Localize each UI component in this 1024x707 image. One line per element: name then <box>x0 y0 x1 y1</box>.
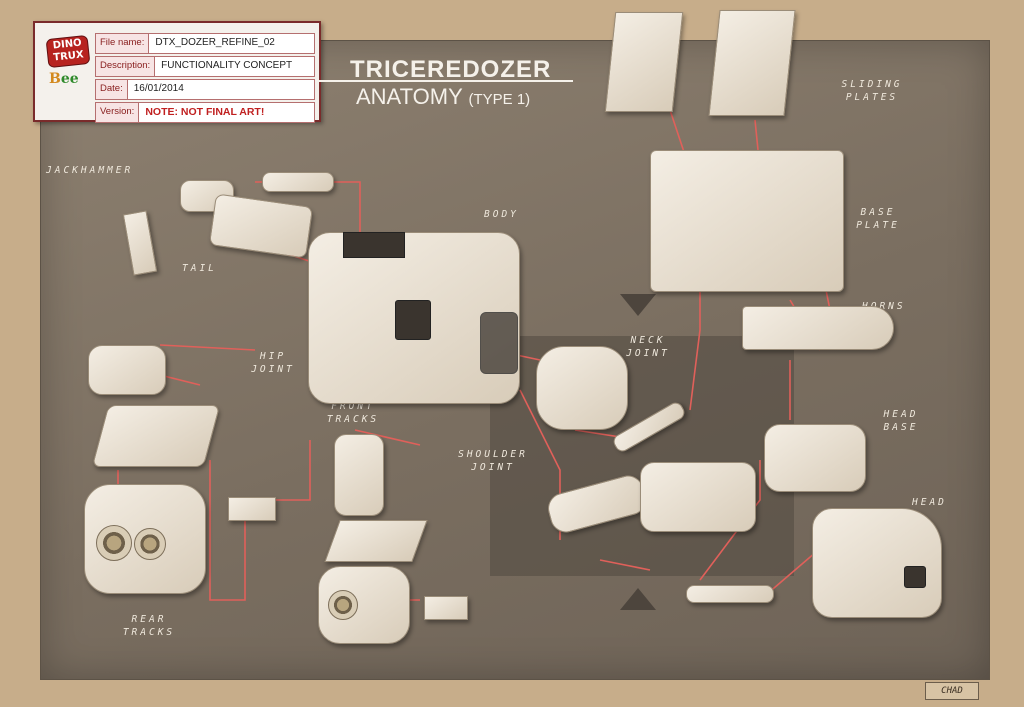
row-key: Version: <box>96 103 140 122</box>
base-plate-part <box>650 150 844 292</box>
body-vent <box>343 232 405 258</box>
label-tail: TAIL <box>182 263 217 274</box>
dino-trux-logo: DINO TRUX <box>45 34 91 69</box>
label-sliding-plates: SLIDING PLATES <box>841 79 903 103</box>
title-underline <box>318 80 573 82</box>
label-head: HEAD <box>912 497 947 508</box>
row-key: File name: <box>96 34 150 53</box>
head-eye-icon <box>904 566 926 588</box>
label-body: BODY <box>484 209 519 220</box>
hip-joint-part <box>88 345 166 395</box>
file-info-card: DINO TRUX Bee File name: DTX_DOZER_REFIN… <box>33 21 321 125</box>
body-socket <box>480 312 518 374</box>
sliding-plate-right-part <box>708 10 796 116</box>
neck-joint-part <box>536 346 628 430</box>
row-key: Date: <box>96 80 128 99</box>
row-value: NOTE: NOT FINAL ART! <box>145 106 265 118</box>
front-leg-part <box>334 434 384 516</box>
label-base-plate: BASE PLATE <box>856 207 900 231</box>
tail-link-part <box>262 172 334 192</box>
row-key: Description: <box>96 57 156 76</box>
rear-teeth-part <box>228 497 276 521</box>
label-neck-joint: NECK JOINT <box>626 335 670 359</box>
date-row: Date: 16/01/2014 <box>95 79 315 100</box>
arrow-down-icon <box>620 294 656 316</box>
front-teeth-part <box>424 596 468 620</box>
hip-leg-part <box>91 405 221 467</box>
subtitle-main: ANATOMY <box>356 84 463 109</box>
horns-part <box>742 306 894 350</box>
page-subtitle: ANATOMY (TYPE 1) <box>356 84 530 110</box>
description-row: Description: FUNCTIONALITY CONCEPT <box>95 56 315 77</box>
secondary-logo: Bee <box>49 71 79 87</box>
sliding-plate-left-part <box>604 12 684 112</box>
page-title: TRICEREDOZER <box>350 56 552 83</box>
label-head-base: HEAD BASE <box>883 409 919 433</box>
row-value: DTX_DOZER_REFINE_02 <box>155 37 275 48</box>
label-jackhammer: JACKHAMMER <box>46 165 134 176</box>
file-info-rows: File name: DTX_DOZER_REFINE_02 Descripti… <box>95 33 315 125</box>
row-value: 16/01/2014 <box>133 83 184 94</box>
artist-signature: CHAD <box>925 682 979 700</box>
subtitle-suffix: (TYPE 1) <box>468 91 531 108</box>
label-horns: HORNS <box>862 301 906 312</box>
row-value: FUNCTIONALITY CONCEPT <box>161 60 293 71</box>
rear-wheel-icon <box>96 525 132 561</box>
label-front-tracks: FRONT TRACKS <box>326 401 380 425</box>
rear-wheel-icon <box>134 528 166 560</box>
file-name-row: File name: DTX_DOZER_REFINE_02 <box>95 33 315 54</box>
version-row: Version: NOTE: NOT FINAL ART! <box>95 102 315 123</box>
label-hip-joint: HIP JOINT <box>251 351 295 375</box>
lower-piston-part <box>686 585 774 603</box>
label-rear-tracks: REAR TRACKS <box>122 614 176 638</box>
arm-link-part <box>640 462 756 532</box>
arrow-up-icon <box>620 588 656 610</box>
head-base-part <box>764 424 866 492</box>
front-leg-plate-part <box>324 520 428 562</box>
front-track-part <box>318 566 410 644</box>
front-wheel-icon <box>328 590 358 620</box>
label-shoulder-joint: SHOULDER JOINT <box>458 449 528 473</box>
body-panel <box>395 300 431 340</box>
head-part <box>812 508 942 618</box>
